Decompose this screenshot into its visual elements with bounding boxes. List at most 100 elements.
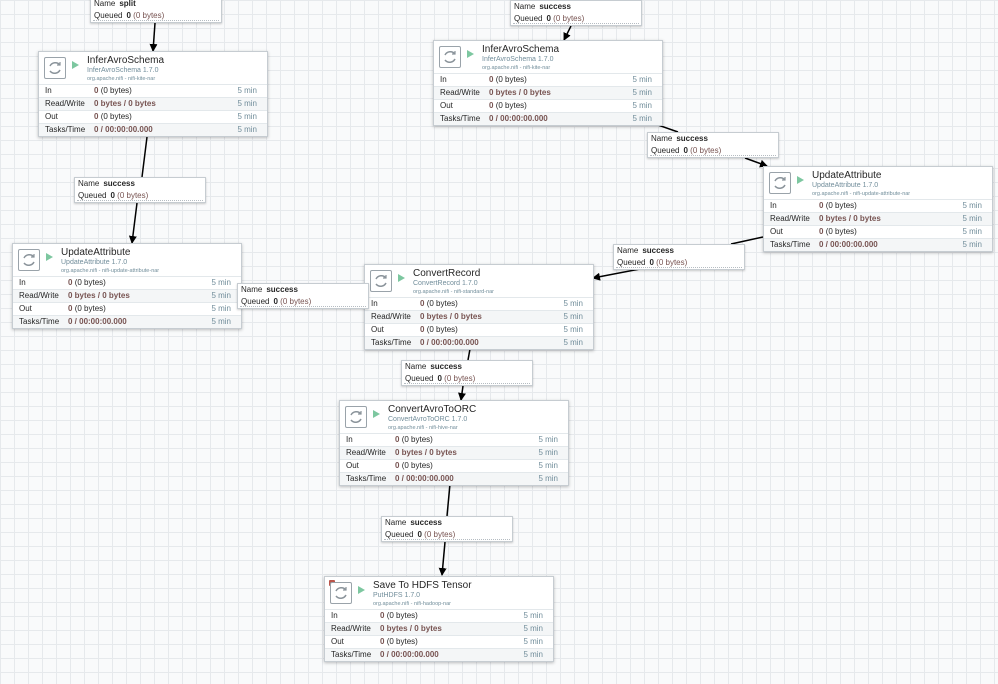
processor-update-attribute-left[interactable]: UpdateAttribute UpdateAttribute 1.7.0 or… bbox=[12, 243, 242, 329]
connection-name: success bbox=[266, 285, 298, 294]
edge-c8-to-p7[interactable] bbox=[438, 541, 447, 576]
processor-title: InferAvroSchema bbox=[482, 44, 560, 55]
queued-count: 0 bbox=[649, 258, 654, 267]
queue-bar bbox=[384, 537, 510, 540]
connection-name: split bbox=[119, 0, 136, 8]
queue-bar bbox=[616, 265, 742, 268]
processor-update-attribute-right[interactable]: UpdateAttribute UpdateAttribute 1.7.0 or… bbox=[763, 166, 993, 252]
queued-count: 0 bbox=[437, 374, 442, 383]
processor-bundle: org.apache.nifi - nifi-hive-nar bbox=[388, 425, 458, 431]
processor-convert-avro-to-orc[interactable]: ConvertAvroToORC ConvertAvroToORC 1.7.0 … bbox=[339, 400, 569, 486]
edge-split[interactable] bbox=[149, 22, 158, 52]
processor-bundle: org.apache.nifi - nifi-update-attribute-… bbox=[812, 191, 911, 197]
processor-icon bbox=[769, 172, 791, 194]
queued-count: 0 bbox=[273, 297, 278, 306]
run-icon bbox=[797, 176, 804, 184]
queued-count: 0 bbox=[126, 11, 131, 20]
queued-count: 0 bbox=[683, 146, 688, 155]
connection-name: success bbox=[410, 518, 442, 527]
processor-bundle: org.apache.nifi - nifi-hadoop-nar bbox=[373, 601, 451, 607]
processor-icon bbox=[370, 270, 392, 292]
run-icon bbox=[373, 410, 380, 418]
connection-name: success bbox=[430, 362, 462, 371]
queue-bar bbox=[77, 198, 203, 201]
processor-title: InferAvroSchema bbox=[87, 55, 165, 66]
edge-p5-to-c7[interactable] bbox=[467, 348, 471, 361]
connection-name: success bbox=[103, 179, 135, 188]
processor-type: InferAvroSchema 1.7.0 bbox=[482, 56, 554, 63]
edge-c7-to-p6[interactable] bbox=[458, 385, 466, 401]
queued-count: 0 bbox=[417, 530, 422, 539]
connection-name: success bbox=[539, 2, 571, 11]
processor-infer-avro-schema-left[interactable]: InferAvroSchema InferAvroSchema 1.7.0 or… bbox=[38, 51, 268, 137]
edge-p2-to-c4[interactable] bbox=[657, 124, 679, 133]
processor-bundle: org.apache.nifi - nifi-update-attribute-… bbox=[61, 268, 160, 274]
run-icon bbox=[46, 253, 53, 261]
processor-type: ConvertRecord 1.7.0 bbox=[413, 280, 478, 287]
processor-type: UpdateAttribute 1.7.0 bbox=[61, 259, 128, 266]
edge-c5-to-p5[interactable] bbox=[592, 268, 641, 281]
queue-bar bbox=[650, 153, 776, 156]
processor-icon bbox=[330, 582, 352, 604]
edge-c4-to-p3[interactable] bbox=[744, 157, 768, 168]
edge-top-to-p2[interactable] bbox=[563, 25, 572, 41]
run-icon bbox=[358, 586, 365, 594]
processor-save-to-hdfs[interactable]: Save To HDFS Tensor PutHDFS 1.7.0 org.ap… bbox=[324, 576, 554, 662]
processor-convert-record[interactable]: ConvertRecord ConvertRecord 1.7.0 org.ap… bbox=[364, 264, 594, 350]
processor-icon bbox=[345, 406, 367, 428]
processor-title: ConvertAvroToORC bbox=[388, 404, 477, 415]
processor-type: ConvertAvroToORC 1.7.0 bbox=[388, 416, 468, 423]
processor-bundle: org.apache.nifi - nifi-kite-nar bbox=[482, 65, 551, 71]
connection-name: success bbox=[642, 246, 674, 255]
run-icon bbox=[398, 274, 405, 282]
processor-icon bbox=[439, 46, 461, 68]
queue-bar bbox=[513, 21, 639, 24]
edge-p1-to-c3[interactable] bbox=[141, 136, 148, 178]
edge-p6-to-c8[interactable] bbox=[446, 483, 451, 517]
run-icon bbox=[467, 50, 474, 58]
edge-p3-to-c5[interactable] bbox=[730, 236, 764, 245]
processor-type: InferAvroSchema 1.7.0 bbox=[87, 67, 159, 74]
processor-title: Save To HDFS Tensor bbox=[373, 580, 472, 591]
processor-infer-avro-schema-right[interactable]: InferAvroSchema InferAvroSchema 1.7.0 or… bbox=[433, 40, 663, 126]
processor-title: UpdateAttribute bbox=[812, 170, 882, 181]
processor-icon bbox=[18, 249, 40, 271]
queue-bar bbox=[404, 381, 530, 384]
connection-name: success bbox=[676, 134, 708, 143]
edge-c3-to-p4[interactable] bbox=[128, 202, 138, 244]
queued-count: 0 bbox=[110, 191, 115, 200]
